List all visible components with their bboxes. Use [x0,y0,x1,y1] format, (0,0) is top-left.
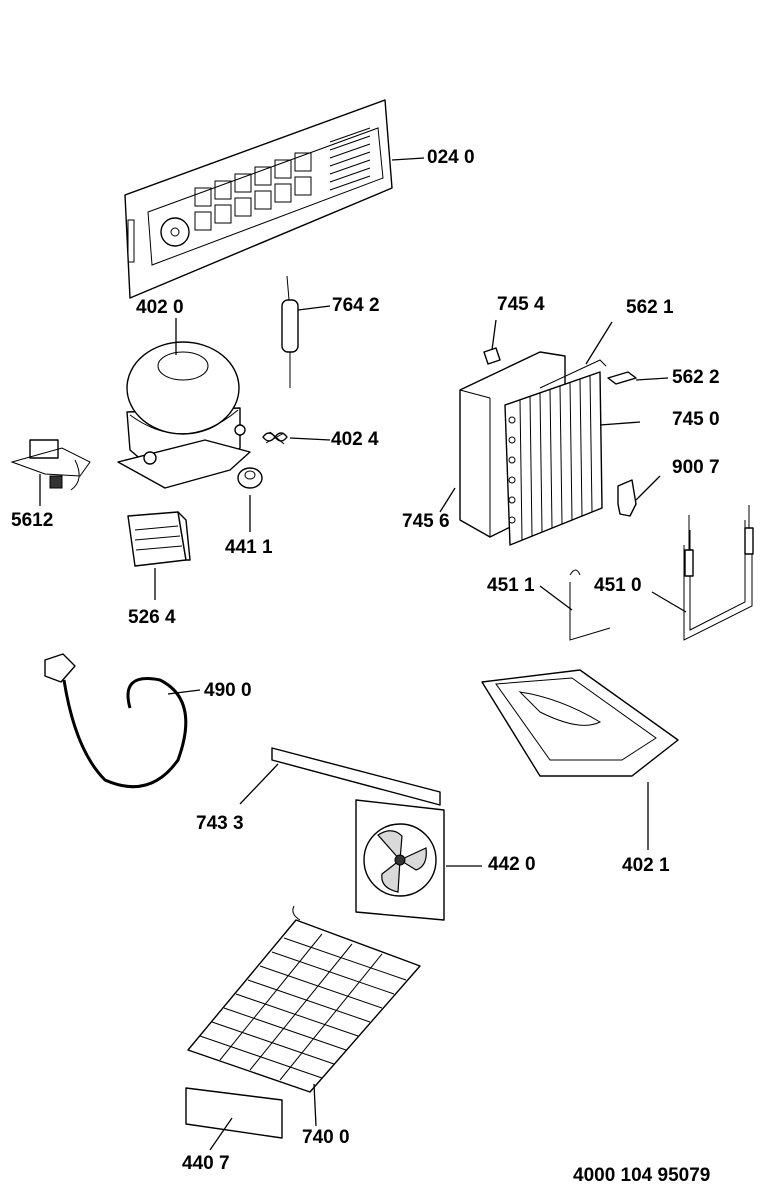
label-451-0: 451 0 [594,575,642,596]
label-451-1: 451 1 [487,575,535,596]
label-490-0: 490 0 [204,680,252,701]
label-562-2: 562 2 [672,367,720,388]
rear-cover-panel [124,99,393,299]
document-code: 4000 104 95079 [573,1165,711,1186]
power-cord [44,653,188,789]
label-526-4: 526 4 [128,607,176,628]
clip-900-7 [617,479,637,517]
label-764-2: 764 2 [332,295,380,316]
label-745-0: 745 0 [672,409,720,430]
label-745-6: 745 6 [402,511,450,532]
bracket-wire [569,569,611,641]
condenser-coil [187,905,421,1093]
compressor [117,341,251,489]
label-745-4: 745 4 [497,294,545,315]
thermostat-box [127,511,191,567]
label-562-1: 562 1 [626,297,674,318]
grommet [237,467,263,489]
label-440-7: 440 7 [182,1153,230,1174]
label-740-0: 740 0 [302,1127,350,1148]
label-402-4: 402 4 [331,429,379,450]
label-402-1: 402 1 [622,855,670,876]
clip-562-2 [607,371,637,385]
evaporator-core [504,359,607,546]
drip-tray [481,669,679,777]
heater-wire [683,505,754,641]
label-5612: 5612 [11,510,54,531]
relay-assembly [10,439,91,491]
label-442-0: 442 0 [488,854,536,875]
clip-part [262,431,288,445]
label-441-1: 441 1 [225,537,273,558]
foam-strip [271,747,441,806]
filter-drier [281,275,299,388]
label-743-3: 743 3 [196,813,244,834]
fan-assembly [355,799,445,921]
label-402-0: 402 0 [136,297,184,318]
label-900-7: 900 7 [672,457,720,478]
insulation-pad [185,1087,283,1139]
label-024-0: 024 0 [427,147,475,168]
